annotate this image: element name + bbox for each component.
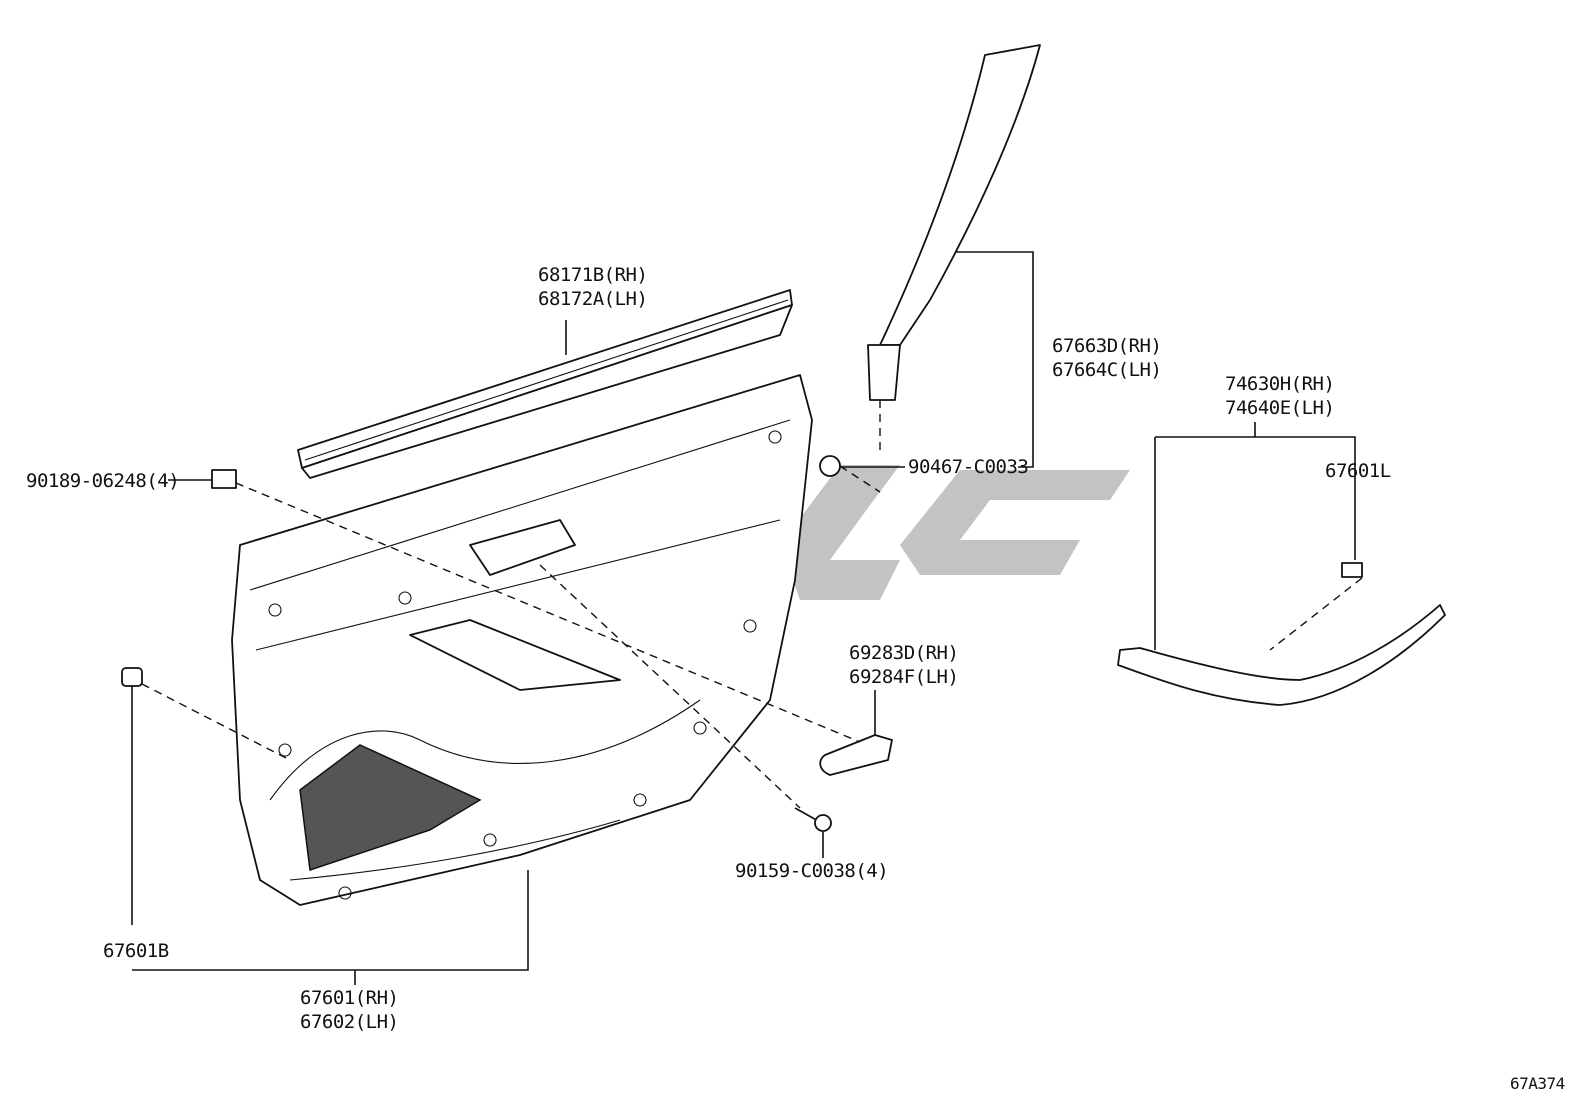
speaker-grille (299, 744, 482, 872)
clip-top-part (211, 469, 237, 489)
belt-moulding-label-rh: 68171B(RH) (538, 264, 648, 286)
armrest-base-label-lh: 74640E(LH) (1225, 397, 1335, 419)
armrest-base-part (1117, 562, 1446, 706)
diagram-code: 67A374 (1510, 1074, 1565, 1093)
pull-handle-label-rh: 69283D(RH) (849, 642, 959, 664)
clip-pillar-part (819, 455, 841, 477)
panel-label-rh: 67601(RH) (300, 987, 399, 1009)
screw-label: 90159-C0038(4) (735, 860, 889, 882)
pull-handle-label-lh: 69284F(LH) (849, 666, 959, 688)
door-trim-panel-part (231, 374, 813, 906)
pillar-garnish-part (867, 44, 1041, 401)
clip-armrest-label: 67601L (1325, 460, 1391, 482)
armrest-base-label-rh: 74630H(RH) (1225, 373, 1335, 395)
pillar-garnish-label-rh: 67663D(RH) (1052, 335, 1162, 357)
clip-top-label: 90189-06248(4) (26, 470, 180, 492)
assembly-dashed-lines (141, 400, 1363, 809)
clip-pillar-label: 90467-C0033 (908, 456, 1029, 478)
pillar-garnish-label-lh: 67664C(LH) (1052, 359, 1162, 381)
panel-label-lh: 67602(LH) (300, 1011, 399, 1033)
screw-part (794, 807, 832, 832)
belt-moulding-part (297, 289, 793, 479)
belt-moulding-label-lh: 68172A(LH) (538, 288, 648, 310)
clip-panel-part (121, 667, 143, 687)
leader-lines (131, 251, 1356, 985)
clip-panel-label: 67601B (103, 940, 169, 962)
pull-handle-part (819, 734, 893, 776)
